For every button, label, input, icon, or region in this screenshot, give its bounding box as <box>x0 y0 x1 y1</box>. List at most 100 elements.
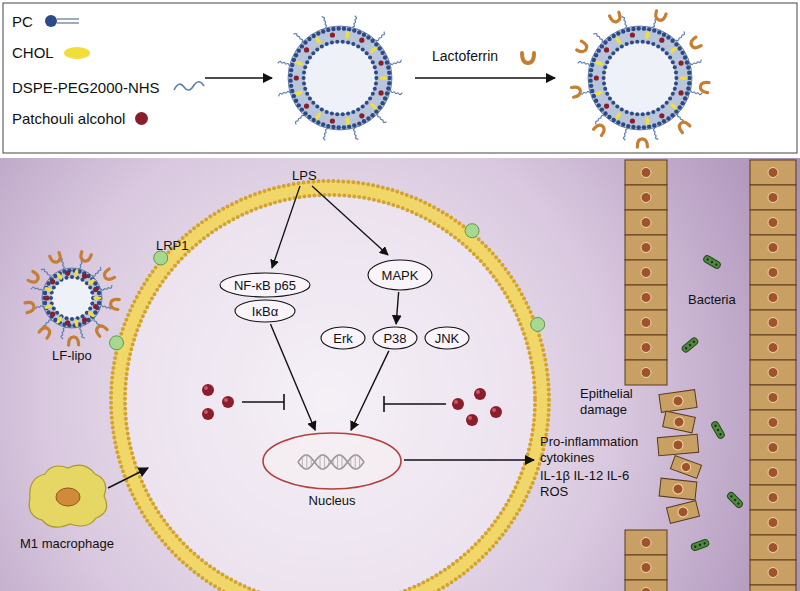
pathway-ellipse: MAPK <box>367 259 433 291</box>
patchouli-alcohol <box>474 388 486 400</box>
membrane-heads <box>111 181 549 591</box>
label: LF-lipo <box>52 348 92 364</box>
lf-lipo-illustration <box>25 252 119 345</box>
cell-membrane <box>118 188 542 591</box>
patchouli-alcohol <box>202 384 214 396</box>
epithelial-cell <box>750 210 796 235</box>
epithelial-cell <box>670 456 701 479</box>
epithelial-cell <box>625 185 667 210</box>
legend-item: Patchouli alcohol <box>12 110 148 127</box>
bacterium <box>690 539 709 552</box>
epithelial-cell <box>625 580 667 591</box>
epithelial-cell <box>750 160 796 185</box>
legend-text: DSPE-PEG2000-NHS <box>12 79 160 96</box>
node-label: NF-κB p65 <box>234 278 296 293</box>
node-label: Nucleus <box>262 493 402 508</box>
bacterium <box>710 420 725 439</box>
legend-swatch <box>135 112 148 125</box>
epithelial-cell <box>659 390 697 413</box>
cell-interior <box>126 196 534 591</box>
lrp1-receptor <box>465 224 479 238</box>
node-label: IκBα <box>252 304 278 319</box>
macrophage <box>29 465 106 527</box>
legend-item: CHOL <box>12 44 90 61</box>
arrow-connector <box>270 324 315 430</box>
bacterium <box>681 337 699 354</box>
phospholipid-icon <box>43 10 83 32</box>
epithelial-cell <box>750 410 796 435</box>
arrow <box>272 186 300 268</box>
label: Pro-inflammation cytokines <box>540 434 652 465</box>
membrane-heads <box>125 195 535 591</box>
arrow <box>205 77 272 79</box>
epithelial-cell <box>750 360 796 385</box>
node-label: Erk <box>333 331 353 346</box>
inhibition-bar <box>283 394 285 410</box>
epithelial-cell <box>750 560 796 585</box>
arrow <box>312 186 388 255</box>
pathway-ellipse: JNK <box>424 326 470 350</box>
liposome <box>278 16 403 141</box>
epithelial-cell <box>750 585 796 591</box>
lrp1-receptor <box>154 251 168 265</box>
lrp1-receptor <box>531 317 545 331</box>
epithelial-cell <box>625 555 667 580</box>
arrow <box>404 459 534 461</box>
label: M1 macrophage <box>20 536 114 552</box>
bacterium <box>726 491 744 509</box>
patchouli-alcohol <box>452 398 464 410</box>
inhibition <box>242 401 284 402</box>
epithelial-cell <box>625 160 667 185</box>
epithelial-cell <box>750 435 796 460</box>
node-label: JNK <box>435 331 460 346</box>
pathway-ellipse: NF-κB p65 <box>219 272 311 298</box>
epithelial-cell <box>750 510 796 535</box>
inhibition-bar <box>383 396 385 412</box>
label: Bacteria <box>688 292 736 308</box>
epithelial-cell <box>625 235 667 260</box>
lactoferrin-icon <box>522 53 534 63</box>
nucleus: Nucleus <box>262 432 402 508</box>
label: IL-1β IL-12 IL-6 <box>540 468 629 484</box>
label: LRP1 <box>156 238 189 254</box>
epithelial-cell <box>750 235 796 260</box>
macrophage-nucleus <box>56 488 80 506</box>
pathway-ellipse: P38 <box>372 326 418 350</box>
inhibition <box>384 403 446 404</box>
epithelial-cell <box>750 185 796 210</box>
lactoferrin-liposome <box>571 11 709 147</box>
epithelial-cell <box>657 434 698 455</box>
epithelial-cell <box>625 530 667 555</box>
epithelial-cell <box>750 285 796 310</box>
label: LPS <box>292 168 317 184</box>
legend-text: PC <box>12 13 33 30</box>
legend-text: CHOL <box>12 44 54 61</box>
label: Lactoferrin <box>432 48 498 65</box>
epithelial-cell <box>667 501 700 524</box>
epithelial-cell <box>625 310 667 335</box>
arrow <box>108 468 148 488</box>
epithelial-cell <box>750 260 796 285</box>
legend-item: DSPE-PEG2000-NHS <box>12 76 210 98</box>
top-panel <box>3 3 797 153</box>
arrow <box>415 77 555 79</box>
legend-item: PC <box>12 10 83 32</box>
peg-icon <box>170 76 210 98</box>
epithelial-cell <box>750 485 796 510</box>
patchouli-alcohol <box>202 408 214 420</box>
epithelial-cell <box>750 335 796 360</box>
epithelial-cell <box>625 335 667 360</box>
pathway-ellipse: IκBα <box>234 299 296 323</box>
epithelial-cell <box>625 360 667 385</box>
epithelial-cell <box>625 285 667 310</box>
patchouli-alcohol <box>222 396 234 408</box>
lrp1-receptor <box>110 336 124 350</box>
label: Epithelial damage <box>580 386 644 417</box>
pathway-ellipse: Erk <box>320 326 366 350</box>
arrow-connector <box>396 292 399 324</box>
epithelial-cell <box>750 385 796 410</box>
legend-text: Patchouli alcohol <box>12 110 125 127</box>
epithelial-cell <box>750 310 796 335</box>
epithelial-cell <box>625 260 667 285</box>
legend-swatch <box>64 47 90 59</box>
